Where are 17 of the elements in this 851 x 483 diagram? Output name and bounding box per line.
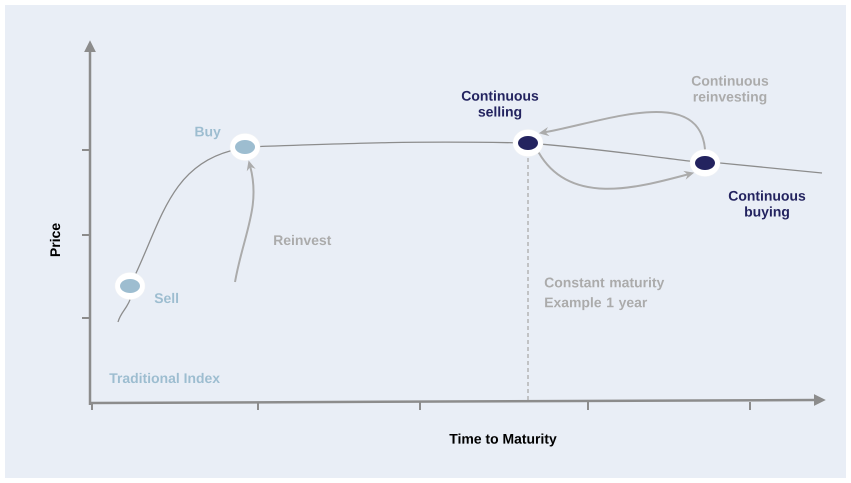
point-label: Sell xyxy=(154,292,178,304)
dot-marker xyxy=(512,129,544,157)
point-label: Buy xyxy=(195,126,221,140)
price-curve xyxy=(543,144,690,162)
edge-label: Continuous reinvesting xyxy=(692,76,768,104)
price-curve xyxy=(135,150,231,274)
dot-marker xyxy=(690,149,720,177)
point-label: Continuous selling xyxy=(462,90,538,120)
axis-label: Price xyxy=(50,223,60,256)
dot-marker xyxy=(230,133,260,161)
edge-label: Reinvest xyxy=(274,234,332,246)
note-text: Traditional Index xyxy=(109,372,220,384)
point-label: Continuous buying xyxy=(728,190,806,220)
axis-label: Time to Maturity xyxy=(449,434,557,446)
dot-marker xyxy=(114,272,146,300)
price-curve xyxy=(260,141,513,148)
note-text: Constant maturity Example 1 year xyxy=(544,277,664,310)
